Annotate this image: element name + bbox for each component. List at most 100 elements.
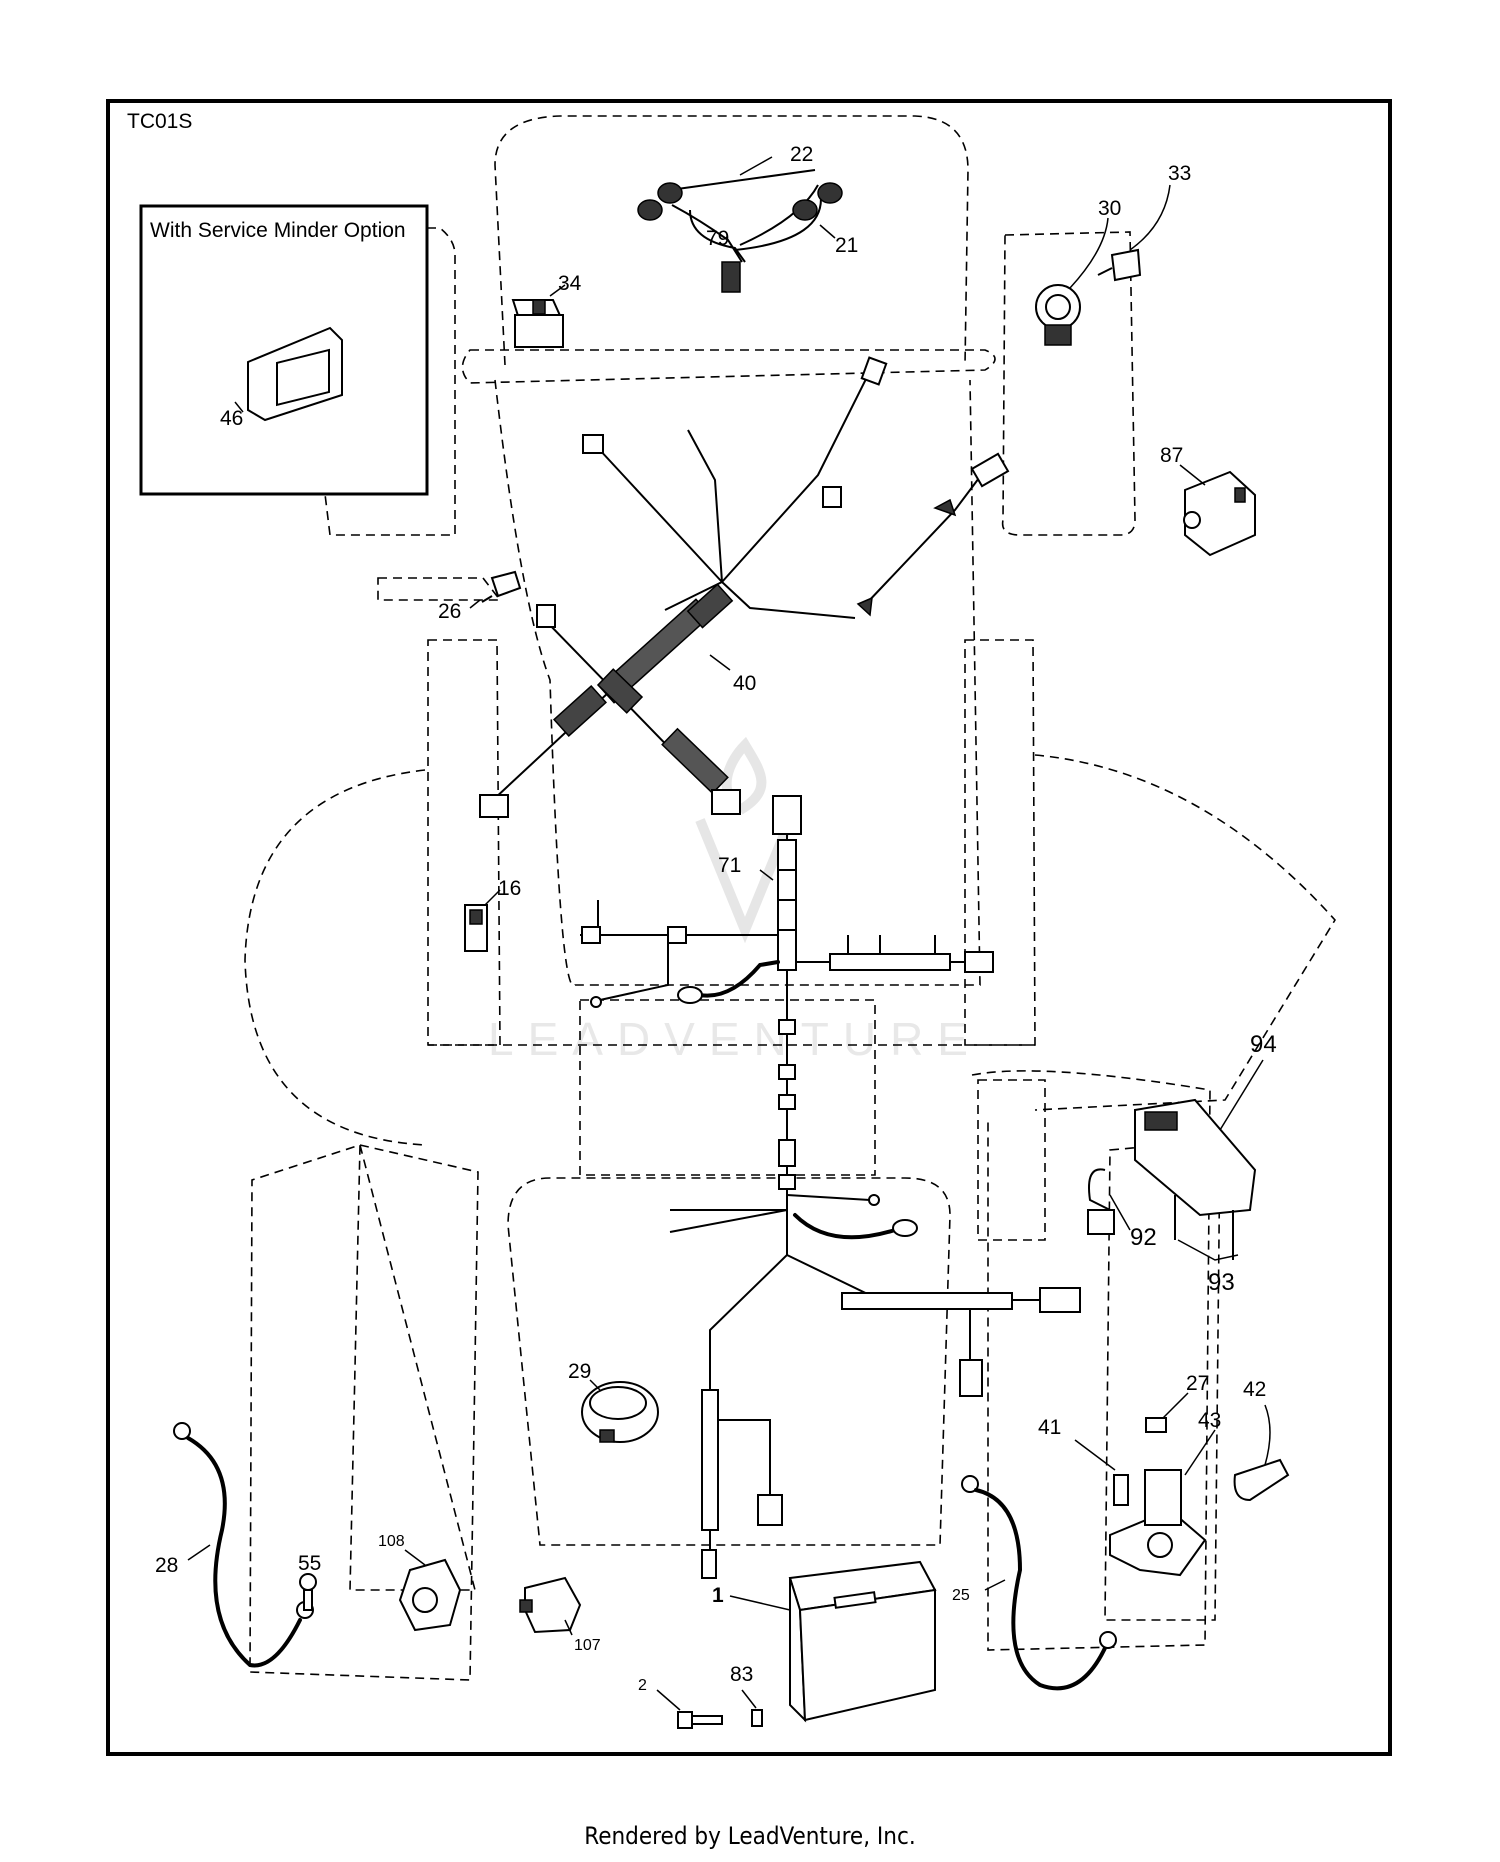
part-28-cable xyxy=(173,1422,314,1668)
bracket-outline xyxy=(377,577,502,601)
leader-29 xyxy=(589,1379,601,1391)
leader-92 xyxy=(1109,1194,1131,1231)
leader-27 xyxy=(1162,1392,1189,1419)
label-94: 94 xyxy=(1250,1031,1277,1058)
leader-21 xyxy=(819,224,836,239)
leader-30 xyxy=(1069,217,1109,289)
part-30-ignition-switch xyxy=(1035,284,1081,346)
console-outline xyxy=(494,379,981,987)
inset-title: With Service Minder Option xyxy=(150,219,406,242)
tractor-outline xyxy=(244,115,1336,1681)
left-mount-outline xyxy=(349,1144,477,1591)
leader-93 xyxy=(1177,1239,1239,1261)
part-43-bracket xyxy=(1109,1469,1207,1577)
part-25-cable xyxy=(961,1475,1117,1691)
right-wheel-outline xyxy=(1034,754,1336,1111)
left-panel-outline xyxy=(324,227,456,536)
part-94-module xyxy=(1087,1098,1257,1260)
label-108: 108 xyxy=(378,1533,405,1550)
center-panel-outline xyxy=(579,999,876,1176)
left-fender-inner xyxy=(427,639,501,1046)
leader-71 xyxy=(759,869,774,881)
label-46: 46 xyxy=(220,407,243,430)
label-34: 34 xyxy=(558,272,582,295)
part-71-lower-harness xyxy=(580,795,1081,1579)
part-29-horn xyxy=(581,1381,659,1443)
label-22: 22 xyxy=(790,143,813,166)
label-87: 87 xyxy=(1160,444,1183,467)
right-panel-outline xyxy=(1001,231,1136,536)
label-41: 41 xyxy=(1038,1416,1061,1439)
rear-left-outline xyxy=(249,1144,479,1681)
outer-frame xyxy=(106,99,1392,1756)
label-26: 26 xyxy=(438,600,461,623)
part-55-screw xyxy=(299,1573,317,1611)
service-minder-display xyxy=(247,326,343,422)
part-33-key xyxy=(1097,248,1142,282)
part-108-solenoid xyxy=(398,1558,462,1632)
leader-16 xyxy=(484,889,501,906)
footer-credit: Rendered by LeadVenture, Inc. xyxy=(584,1822,916,1850)
part-2-bolt xyxy=(677,1711,723,1729)
leader-33 xyxy=(1129,184,1171,251)
leader-26 xyxy=(469,599,481,609)
leader-43 xyxy=(1184,1429,1216,1476)
leader-25 xyxy=(984,1579,1006,1591)
dash-outline xyxy=(461,349,996,384)
part-34-switch xyxy=(511,299,564,348)
label-71: 71 xyxy=(718,854,741,877)
leader-46 xyxy=(234,401,244,413)
diagram-code: TC01S xyxy=(127,110,192,133)
leader-40 xyxy=(709,654,731,671)
leader-83 xyxy=(741,1689,757,1709)
label-21: 21 xyxy=(835,234,858,257)
inset-frame xyxy=(139,204,429,496)
label-40: 40 xyxy=(733,672,756,695)
switch-plate-outline xyxy=(977,1079,1046,1241)
label-27: 27 xyxy=(1186,1372,1209,1395)
right-fender-inner xyxy=(964,639,1036,1046)
part-27-nut xyxy=(1145,1417,1167,1433)
label-16: 16 xyxy=(498,877,521,900)
label-33: 33 xyxy=(1168,162,1191,185)
left-wheel-outline xyxy=(244,769,426,1146)
label-42: 42 xyxy=(1243,1378,1266,1401)
label-93: 93 xyxy=(1208,1269,1235,1296)
part-42-boot xyxy=(1233,1458,1290,1502)
part-87-relay xyxy=(1183,470,1256,557)
leader-22 xyxy=(739,156,773,176)
seat-outline xyxy=(507,1177,951,1546)
headlight-harness xyxy=(637,169,843,293)
label-29: 29 xyxy=(568,1360,591,1383)
label-43: 43 xyxy=(1198,1409,1221,1432)
part-26-connector xyxy=(481,570,522,603)
watermark: LEADVENTURE xyxy=(488,1013,982,1065)
hood-outline xyxy=(494,115,969,366)
leader-28 xyxy=(187,1544,211,1561)
leader-41 xyxy=(1074,1439,1116,1471)
leader-42 xyxy=(1264,1404,1271,1466)
service-minder-inset: With Service Minder Option 46 xyxy=(139,204,429,496)
leader-108 xyxy=(404,1549,426,1566)
leader-34 xyxy=(549,284,566,297)
upper-harness-branches xyxy=(582,356,1010,619)
label-107: 107 xyxy=(574,1637,601,1654)
label-92: 92 xyxy=(1130,1224,1157,1251)
label-25: 25 xyxy=(952,1587,970,1604)
label-1: 1 xyxy=(712,1584,724,1607)
label-55: 55 xyxy=(298,1552,321,1575)
leader-107 xyxy=(564,1619,573,1636)
part-16-switch xyxy=(464,904,488,952)
label-28: 28 xyxy=(155,1554,178,1577)
label-30: 30 xyxy=(1098,197,1121,220)
label-2: 2 xyxy=(638,1677,647,1694)
part-83-nut xyxy=(751,1709,763,1727)
label-83: 83 xyxy=(730,1663,753,1686)
leader-87 xyxy=(1179,464,1206,486)
part-107-module xyxy=(519,1576,582,1634)
part-1-battery xyxy=(788,1560,937,1723)
leader-2 xyxy=(656,1689,681,1711)
part-40-main-harness xyxy=(479,583,741,818)
